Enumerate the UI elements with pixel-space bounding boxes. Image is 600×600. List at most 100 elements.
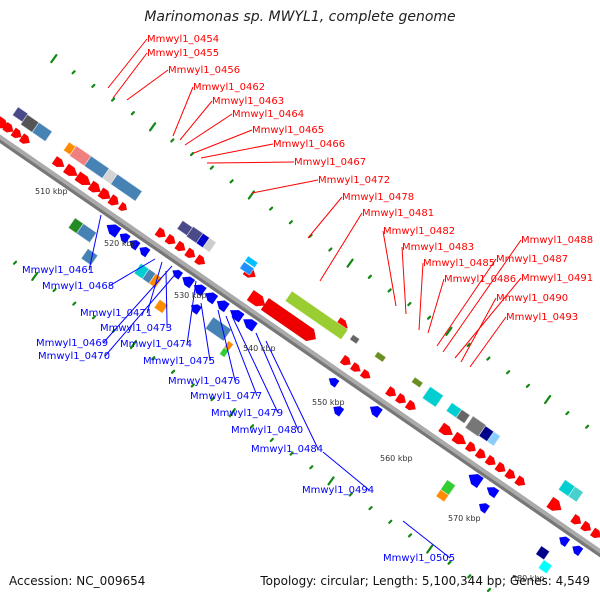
reverse-cds-arrow (106, 224, 122, 238)
leader-line-reverse (402, 520, 451, 559)
gene-label-reverse: Mmwyl1_0477 (190, 391, 262, 402)
gene-label-forward: Mmwyl1_0454 (147, 34, 219, 45)
forward-cds-arrow (569, 513, 582, 525)
gene-label-reverse: Mmwyl1_0469 (36, 338, 108, 349)
forward-cds-arrow (484, 454, 496, 466)
tick-mark (190, 151, 195, 157)
reverse-cds-arrow (139, 246, 151, 258)
reverse-cds-arrow (558, 536, 571, 548)
forward-cds-arrow (579, 520, 592, 532)
tick-mark (445, 326, 453, 336)
gene-label-forward: Mmwyl1_0464 (232, 109, 304, 120)
forward-cds-arrow (438, 422, 454, 436)
feature-box (349, 333, 361, 345)
forward-cds-arrow (246, 289, 266, 307)
tick-mark (327, 476, 335, 486)
tick-mark (346, 258, 354, 268)
leader-line-forward (436, 258, 497, 347)
tick-mark (486, 587, 492, 593)
reverse-cds-arrow (229, 309, 245, 323)
leader-line-forward (469, 316, 507, 368)
leader-line-reverse (217, 309, 236, 382)
forward-cds-arrow (184, 247, 196, 259)
gene-label-reverse: Mmwyl1_0474 (120, 339, 192, 350)
feature-box (244, 255, 259, 269)
leader-line-reverse (108, 258, 156, 287)
leader-line-forward (454, 277, 522, 359)
forward-cds-arrow (504, 468, 516, 480)
tick-mark (328, 247, 333, 252)
scale-label: 570 kbp (448, 514, 481, 523)
forward-cds-arrow (117, 201, 128, 212)
leader-line-forward (418, 262, 424, 331)
gene-label-forward: Mmwyl1_0462 (193, 82, 265, 93)
tick-mark (72, 301, 77, 306)
forward-cds-arrow (74, 171, 91, 186)
forward-cds-arrow (494, 461, 506, 473)
leader-line-reverse (322, 451, 370, 491)
tick-mark (309, 465, 314, 470)
forward-cds-arrow (174, 240, 186, 252)
tick-mark (170, 138, 175, 143)
feature-box (202, 237, 217, 253)
tick-mark (129, 339, 138, 350)
leader-line-reverse (200, 302, 211, 362)
tick-mark (466, 342, 471, 348)
gene-label-forward: Mmwyl1_0463 (212, 96, 284, 107)
tick-mark (486, 356, 491, 361)
leader-line-forward (319, 212, 363, 282)
leader-line-forward (107, 38, 148, 89)
leader-line-forward (251, 179, 319, 194)
leader-line-forward (401, 246, 407, 315)
tick-mark (288, 220, 293, 225)
forward-cds-arrow (10, 127, 22, 139)
forward-cds-arrow (97, 187, 111, 200)
gene-label-reverse: Mmwyl1_0494 (302, 485, 374, 496)
feature-box (567, 485, 584, 503)
leader-line-reverse (225, 315, 258, 397)
gene-label-reverse: Mmwyl1_0461 (22, 265, 94, 276)
reverse-cds-arrow (205, 292, 219, 305)
gene-label-reverse: Mmwyl1_0475 (143, 356, 215, 367)
tick-mark (368, 506, 373, 511)
tick-mark (289, 451, 294, 456)
gene-label-reverse: Mmwyl1_0480 (231, 425, 303, 436)
leader-line-forward (382, 230, 397, 307)
leader-line-forward (307, 196, 343, 239)
tick-mark (170, 369, 176, 374)
reverse-cds-arrow (478, 502, 491, 514)
leader-line-forward (200, 143, 274, 159)
forward-cds-arrow (107, 194, 119, 206)
tick-mark (269, 206, 274, 211)
forward-cds-long (260, 297, 317, 342)
tick-mark (585, 424, 590, 429)
gene-label-forward: Mmwyl1_0465 (252, 125, 324, 136)
scale-label: 540 kbp (243, 344, 276, 353)
forward-cds-arrow (154, 226, 166, 238)
feature-box (373, 350, 387, 363)
tick-mark (149, 122, 157, 132)
forward-cds-arrow (404, 399, 417, 411)
leader-line-forward (442, 239, 522, 353)
feature-box (31, 121, 53, 142)
tick-mark (31, 271, 39, 281)
tick-mark (209, 165, 214, 170)
feature-box (110, 173, 143, 202)
tick-mark (388, 519, 393, 524)
leader-line-forward (172, 86, 194, 137)
reverse-cds-arrow (182, 276, 196, 289)
gene-label-forward: Mmwyl1_0487 (496, 254, 568, 265)
tick-mark (506, 370, 511, 375)
scale-label: 580 kbp (512, 574, 545, 583)
leader-line-reverse (102, 265, 173, 344)
gene-label-reverse: Mmwyl1_0505 (383, 553, 455, 564)
tick-mark (426, 544, 434, 554)
tick-mark (12, 260, 18, 265)
tick-mark (151, 356, 156, 361)
leader-line-forward (112, 52, 148, 99)
leader-line-forward (193, 129, 253, 154)
gene-label-reverse: Mmwyl1_0473 (100, 323, 172, 334)
feature-box-long (284, 290, 349, 341)
scale-label: 510 kbp (35, 187, 68, 196)
gene-label-forward: Mmwyl1_0483 (402, 242, 474, 253)
